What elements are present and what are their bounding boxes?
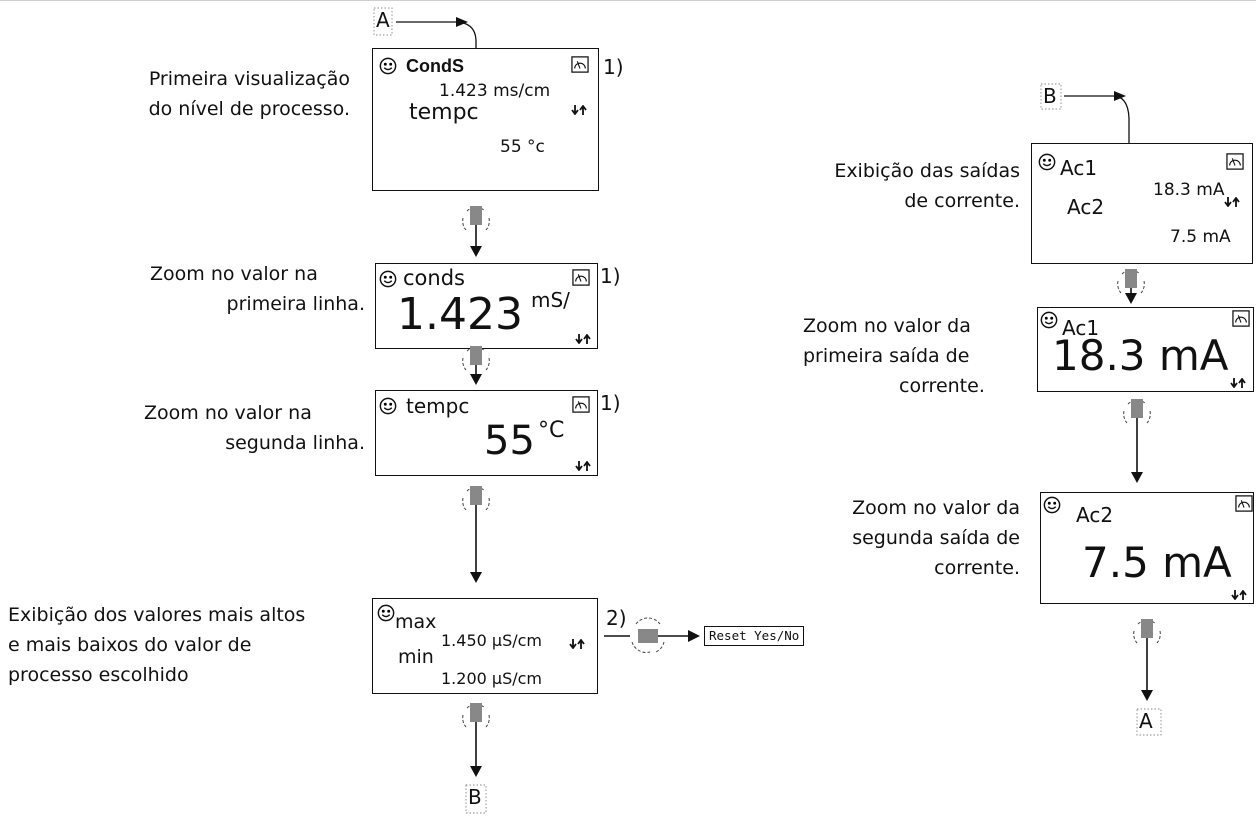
smiley-icon: [377, 604, 395, 622]
label-a-bottom-right: A: [1139, 709, 1153, 733]
up-down-icon: [569, 639, 585, 649]
zoom-value: 18.3 mA: [1052, 331, 1229, 380]
desc-first-view: Primeira visualização do nível de proces…: [60, 64, 350, 124]
label-b-bottom: B: [468, 785, 482, 809]
up-down-icon: [575, 461, 591, 471]
max-label: max: [395, 611, 437, 633]
desc-line: Zoom no valor na: [150, 263, 318, 285]
output1-label: Ac1: [1060, 156, 1098, 180]
desc-zoom-first-line: Zoom no valor na primeira linha.: [60, 259, 365, 319]
desc-line: corrente.: [934, 557, 1020, 579]
down-key-arrow: [1123, 399, 1151, 483]
zoom-value: 1.423: [397, 289, 523, 340]
output1-value: 18.3 mA: [1153, 180, 1225, 200]
desc-line: de corrente.: [904, 190, 1020, 212]
up-down-icon: [575, 334, 591, 344]
gauge-icon: [1226, 153, 1244, 170]
gauge-icon: [571, 56, 589, 73]
screen-title: Ac1: [1062, 316, 1100, 340]
smiley-icon: [1038, 153, 1056, 171]
desc-line: segunda saída de: [852, 527, 1020, 549]
down-key-arrow: [462, 206, 490, 257]
desc-zoom-first-output: Zoom no valor da primeira saída de corre…: [803, 311, 1023, 401]
min-value: 1.200 µS/cm: [441, 669, 542, 688]
footnote-marker: 1): [603, 55, 624, 79]
down-key-arrow: [1117, 269, 1145, 304]
desc-line: do nível de processo.: [148, 98, 350, 120]
desc-line: e mais baixos do valor de: [8, 634, 252, 656]
output2-value: 7.5 mA: [1170, 227, 1231, 247]
label-b-top-right: B: [1043, 84, 1057, 108]
screen-title: conds: [403, 266, 465, 290]
right-key-arrow: [604, 617, 700, 653]
gauge-icon: [572, 396, 590, 413]
desc-line: segunda linha.: [225, 432, 365, 454]
display-zoom-second-line: tempc 55 °C: [375, 390, 598, 476]
arrowhead: [456, 17, 468, 27]
gauge-icon: [1235, 495, 1253, 512]
gauge-icon: [572, 269, 590, 286]
zoom-unit: °C: [538, 418, 565, 443]
desc-line: Exibição das saídas: [834, 160, 1020, 182]
desc-zoom-second-output: Zoom no valor da segunda saída de corren…: [760, 493, 1020, 583]
zoom-unit: mS/: [531, 288, 570, 312]
desc-line: Primeira visualização: [148, 68, 350, 90]
zoom-value: 55: [484, 418, 535, 464]
screen-title: tempc: [406, 394, 470, 418]
display-zoom-output2: Ac2 7.5 mA: [1040, 492, 1254, 604]
smiley-icon: [1040, 311, 1058, 329]
desc-line: primeira linha.: [226, 293, 365, 315]
up-down-icon: [1230, 378, 1246, 388]
desc-line: Exibição dos valores mais altos: [8, 604, 306, 626]
temperature-label: tempc: [409, 100, 479, 125]
desc-line: primeira saída de: [803, 345, 970, 367]
top-rule: [0, 0, 1256, 1]
gauge-icon: [1232, 310, 1250, 327]
smiley-icon: [379, 57, 397, 75]
screen-title: CondS: [406, 56, 464, 76]
display-process-level: CondS 1.423 ms/cm tempc 55 °c: [372, 48, 599, 191]
smiley-icon: [379, 270, 397, 288]
up-down-icon: [1224, 197, 1240, 207]
desc-line: Zoom no valor na: [144, 402, 312, 424]
footnote-marker: 1): [600, 391, 621, 415]
up-down-icon: [1231, 590, 1247, 600]
display-zoom-first-line: conds 1.423 mS/: [375, 263, 598, 349]
arrowhead: [1114, 91, 1126, 101]
desc-min-max: Exibição dos valores mais altos e mais b…: [8, 600, 348, 690]
desc-line: Zoom no valor da: [803, 315, 971, 337]
screen-title: Ac2: [1076, 503, 1114, 527]
smiley-icon: [1043, 496, 1061, 514]
footnote-marker: 2): [606, 606, 627, 630]
smiley-icon: [379, 397, 397, 415]
up-down-icon: [571, 105, 587, 115]
temperature-value: 55 °c: [500, 137, 545, 157]
output2-label: Ac2: [1067, 195, 1105, 219]
max-value: 1.450 µS/cm: [441, 631, 542, 650]
zoom-value: 7.5 mA: [1082, 538, 1232, 587]
process-value: 1.423 ms/cm: [439, 81, 551, 101]
display-zoom-output1: Ac1 18.3 mA: [1037, 307, 1254, 392]
down-key-arrow: [462, 486, 490, 583]
down-key-arrow: [462, 346, 490, 385]
reset-yes-no-box[interactable]: Reset Yes/No: [704, 626, 805, 646]
display-min-max: max 1.450 µS/cm min 1.200 µS/cm: [372, 598, 598, 694]
min-label: min: [398, 646, 434, 668]
footnote-marker: 1): [600, 264, 621, 288]
display-current-outputs: Ac1 18.3 mA Ac2 7.5 mA: [1031, 143, 1253, 264]
desc-current-outputs: Exibição das saídas de corrente.: [700, 156, 1020, 216]
down-key-arrow: [1133, 619, 1161, 701]
desc-line: processo escolhido: [8, 664, 189, 686]
desc-zoom-second-line: Zoom no valor na segunda linha.: [60, 398, 365, 458]
down-key-arrow: [462, 703, 490, 777]
desc-line: Zoom no valor da: [852, 497, 1020, 519]
desc-line: corrente.: [899, 375, 985, 397]
label-a-top: A: [376, 8, 390, 32]
